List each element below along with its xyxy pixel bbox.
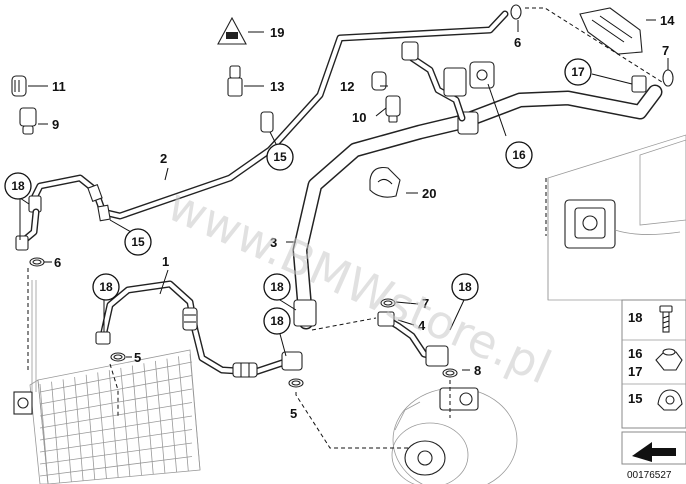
reference-number: 00176527 <box>627 470 672 481</box>
dashed-guides <box>27 7 663 449</box>
condenser-fin <box>108 370 119 478</box>
svg-text:17: 17 <box>571 65 585 79</box>
callout-4: 4 <box>418 318 426 333</box>
callout-6-left: 6 <box>54 255 61 270</box>
condenser-fin <box>85 374 96 480</box>
clip-icon <box>657 389 683 411</box>
condenser-fin <box>39 456 193 477</box>
condenser-fin <box>39 375 193 405</box>
condenser-fin <box>131 365 142 476</box>
callout-11: 11 <box>52 79 66 94</box>
condenser-fin <box>74 377 84 481</box>
service-port-fitting <box>260 111 274 133</box>
callout-20: 20 <box>422 186 436 201</box>
condenser-fin <box>39 429 193 453</box>
leader-lines <box>19 19 669 371</box>
circled-16: 16 <box>505 141 533 169</box>
circled-15-left: 15 <box>124 228 152 256</box>
condenser-fin <box>120 367 131 477</box>
evaporator-housing-illustration <box>547 134 686 301</box>
callout-9: 9 <box>52 117 59 132</box>
callout-5-bottom: 5 <box>290 406 297 421</box>
callout-7-top: 7 <box>662 43 669 58</box>
nut-icon <box>655 348 683 371</box>
condenser-fin <box>97 372 107 479</box>
expansion-valve-block <box>401 41 495 122</box>
pipe-4 <box>377 298 458 378</box>
condenser-fin <box>62 379 72 482</box>
svg-text:18: 18 <box>270 314 284 328</box>
legend-15: 15 <box>628 391 642 406</box>
fastener-legend: 18 16 17 15 00176527 <box>621 299 686 481</box>
bolt-icon <box>659 305 673 333</box>
valve-cap-11 <box>11 75 27 97</box>
circled-17: 17 <box>564 58 592 86</box>
valve-cap-12 <box>371 71 387 91</box>
condenser-fin <box>39 402 193 429</box>
condenser-fin <box>39 415 193 441</box>
callout-14: 14 <box>660 13 675 28</box>
svg-text:15: 15 <box>131 235 145 249</box>
svg-text:15: 15 <box>273 150 287 164</box>
compressor-illustration <box>391 387 518 484</box>
condenser-fin <box>39 442 193 465</box>
circled-18-left: 18 <box>4 172 32 200</box>
arrow-icon <box>632 442 676 462</box>
watermark: www.BMWstore.pl <box>160 177 559 394</box>
legend-16: 16 <box>628 346 642 361</box>
pressure-sensor-13 <box>227 65 243 97</box>
callout-3: 3 <box>270 235 277 250</box>
svg-text:16: 16 <box>512 148 526 162</box>
warning-label-19 <box>217 16 247 45</box>
callout-labels: 19 13 11 9 12 10 20 14 7 6 2 3 1 6 5 5 7… <box>52 13 675 421</box>
callout-1: 1 <box>162 254 169 269</box>
legend-17: 17 <box>628 364 642 379</box>
condenser-fin <box>51 381 61 483</box>
o-ring-6-top <box>510 4 522 20</box>
callout-13: 13 <box>270 79 284 94</box>
condenser-fin <box>143 363 154 475</box>
circled-callouts: 15 15 16 17 18 18 18 18 <box>4 58 592 335</box>
svg-text:18: 18 <box>458 280 472 294</box>
svg-text:18: 18 <box>11 179 25 193</box>
callout-12: 12 <box>340 79 354 94</box>
circled-18-right: 18 <box>451 273 479 301</box>
svg-text:18: 18 <box>99 280 113 294</box>
clamp-20 <box>369 166 401 198</box>
condenser-fin <box>39 388 193 417</box>
callout-19: 19 <box>270 25 284 40</box>
circled-15-top: 15 <box>266 143 294 171</box>
callout-2: 2 <box>160 151 167 166</box>
pipe-2 <box>30 10 509 222</box>
pipe-1 <box>95 280 304 388</box>
condenser-fin <box>39 361 193 393</box>
svg-text:18: 18 <box>270 280 284 294</box>
condenser-fin <box>189 353 201 471</box>
condenser-fin <box>166 358 178 473</box>
callout-6-top: 6 <box>514 35 521 50</box>
circled-18-center-top: 18 <box>263 273 291 301</box>
callout-10: 10 <box>352 110 366 125</box>
fitting-left <box>15 195 45 267</box>
condenser-fin <box>39 383 49 484</box>
condenser-fin <box>154 360 166 474</box>
valve-10 <box>385 95 401 123</box>
nut-17 <box>631 75 647 93</box>
valve-9 <box>19 107 37 135</box>
condenser-illustration <box>13 280 201 484</box>
legend-18: 18 <box>628 310 642 325</box>
o-ring-7-right <box>662 69 674 87</box>
callout-8: 8 <box>474 363 481 378</box>
callout-5-left: 5 <box>134 350 141 365</box>
bracket-14 <box>579 7 643 55</box>
circled-18-center-bottom: 18 <box>263 307 291 335</box>
callout-7-bottom: 7 <box>422 296 429 311</box>
circled-18-lower-left: 18 <box>92 273 120 301</box>
hose-3 <box>292 84 663 330</box>
condenser-fin <box>178 356 189 472</box>
